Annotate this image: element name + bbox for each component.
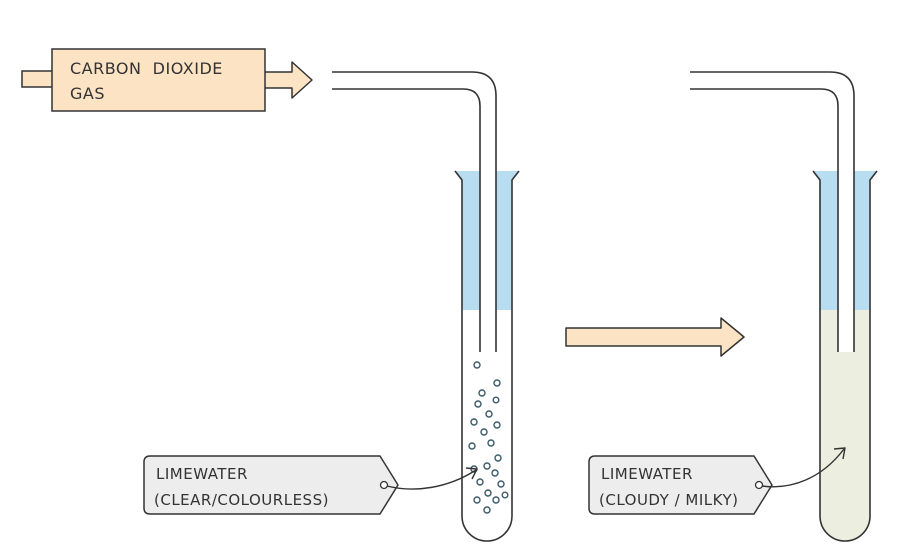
tag-left-line2: (CLEAR/COLOURLESS)	[154, 491, 329, 509]
bubble	[483, 506, 491, 514]
bubble	[473, 496, 481, 504]
delivery-tube-left-outer	[332, 71, 497, 352]
bubble	[492, 396, 500, 404]
pointer-arrowhead-left	[465, 467, 478, 480]
pointer-arrowhead-right	[833, 447, 846, 460]
bubble	[468, 442, 476, 450]
reaction-arrow	[565, 317, 745, 357]
bubbles	[468, 361, 509, 514]
tag-hole-left	[379, 480, 389, 490]
bubble	[480, 428, 488, 436]
bubble	[483, 462, 491, 470]
limewater-tag-right: LIMEWATER (CLOUDY / MILKY)	[588, 447, 846, 515]
gas-label-line1: CARBON DIOXIDE	[70, 59, 223, 78]
bubble	[494, 454, 502, 462]
tube-outline-left	[454, 170, 520, 542]
tag-string-right	[761, 448, 845, 488]
tag-right-line2: (CLOUDY / MILKY)	[599, 491, 738, 509]
gas-label-box	[51, 48, 266, 112]
delivery-tube-right-outer	[690, 71, 855, 352]
bubble	[493, 421, 501, 429]
bubble	[473, 361, 481, 369]
tube-outline-right	[812, 170, 878, 542]
tag-left-line1: LIMEWATER	[156, 465, 248, 483]
delivery-tube-right-inner	[690, 88, 839, 352]
delivery-tube-left-inner	[332, 88, 481, 352]
bubble	[492, 496, 500, 504]
bubble	[476, 478, 484, 486]
bubble	[470, 418, 478, 426]
tag-shape-left	[143, 455, 399, 515]
bubble	[478, 389, 486, 397]
bubble	[501, 491, 509, 499]
bubble	[497, 480, 505, 488]
gas-arrow: CARBON DIOXIDE GAS	[21, 48, 313, 112]
tag-string-left	[386, 469, 477, 490]
bubble	[484, 489, 492, 497]
delivery-tube-left	[332, 71, 497, 352]
bubble	[487, 439, 495, 447]
tag-hole-right	[754, 480, 764, 490]
bubble	[493, 379, 501, 387]
bubble	[491, 469, 499, 477]
delivery-tube-right	[690, 71, 855, 352]
bubble	[485, 410, 493, 418]
gas-arrow-tail	[21, 70, 55, 88]
bubble	[474, 400, 482, 408]
gas-label-line2: GAS	[70, 84, 105, 103]
gas-arrow-head	[261, 61, 313, 99]
tag-right-line1: LIMEWATER	[601, 465, 693, 483]
tag-shape-right	[588, 455, 773, 515]
limewater-tag-left: LIMEWATER (CLEAR/COLOURLESS)	[143, 455, 478, 515]
